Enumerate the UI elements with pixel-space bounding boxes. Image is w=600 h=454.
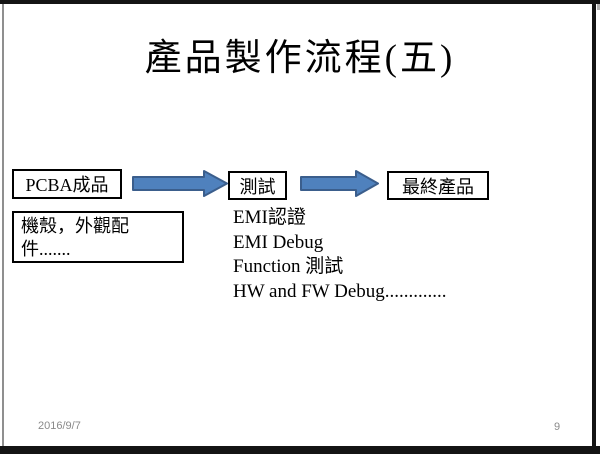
footer-page-number: 9 — [554, 421, 561, 433]
flow-node-test: 測試 — [228, 171, 287, 200]
window-border-bottom — [0, 446, 600, 454]
right-arrow-icon — [300, 170, 379, 197]
flow-node-pcba: PCBA成品 — [12, 169, 122, 199]
test-detail-item-emi-debug: EMI Debug — [233, 231, 324, 253]
flow-node-final-product-label: 最終產品 — [402, 176, 474, 197]
footer-date: 2016/9/7 — [38, 420, 81, 432]
test-details-list: EMI認證 EMI Debug Function 測試 HW and FW De… — [233, 206, 447, 304]
right-arrow-icon — [132, 170, 228, 197]
flow-arrow-2 — [300, 170, 379, 197]
flow-node-test-label: 測試 — [239, 176, 276, 197]
window-corner-notch — [597, 4, 600, 10]
flow-arrow-1 — [132, 170, 228, 197]
note-box-line-2: 件....... — [21, 239, 71, 259]
slide-title: 產品製作流程(五) — [144, 38, 456, 79]
flow-node-final-product: 最終產品 — [387, 171, 489, 200]
note-box-line-1: 機殼，外觀配 — [21, 216, 129, 236]
window-border-top — [0, 0, 600, 4]
test-detail-item-function-test: Function 測試 — [233, 256, 344, 277]
window-border-right — [592, 4, 596, 446]
test-detail-item-hw-fw-debug: HW and FW Debug............. — [233, 280, 447, 302]
flow-node-pcba-label: PCBA成品 — [25, 175, 109, 195]
window-border-left — [2, 4, 4, 446]
note-box-enclosure: 機殼，外觀配 件....... — [12, 211, 184, 263]
test-detail-item-emi-cert: EMI認證 — [233, 207, 306, 228]
